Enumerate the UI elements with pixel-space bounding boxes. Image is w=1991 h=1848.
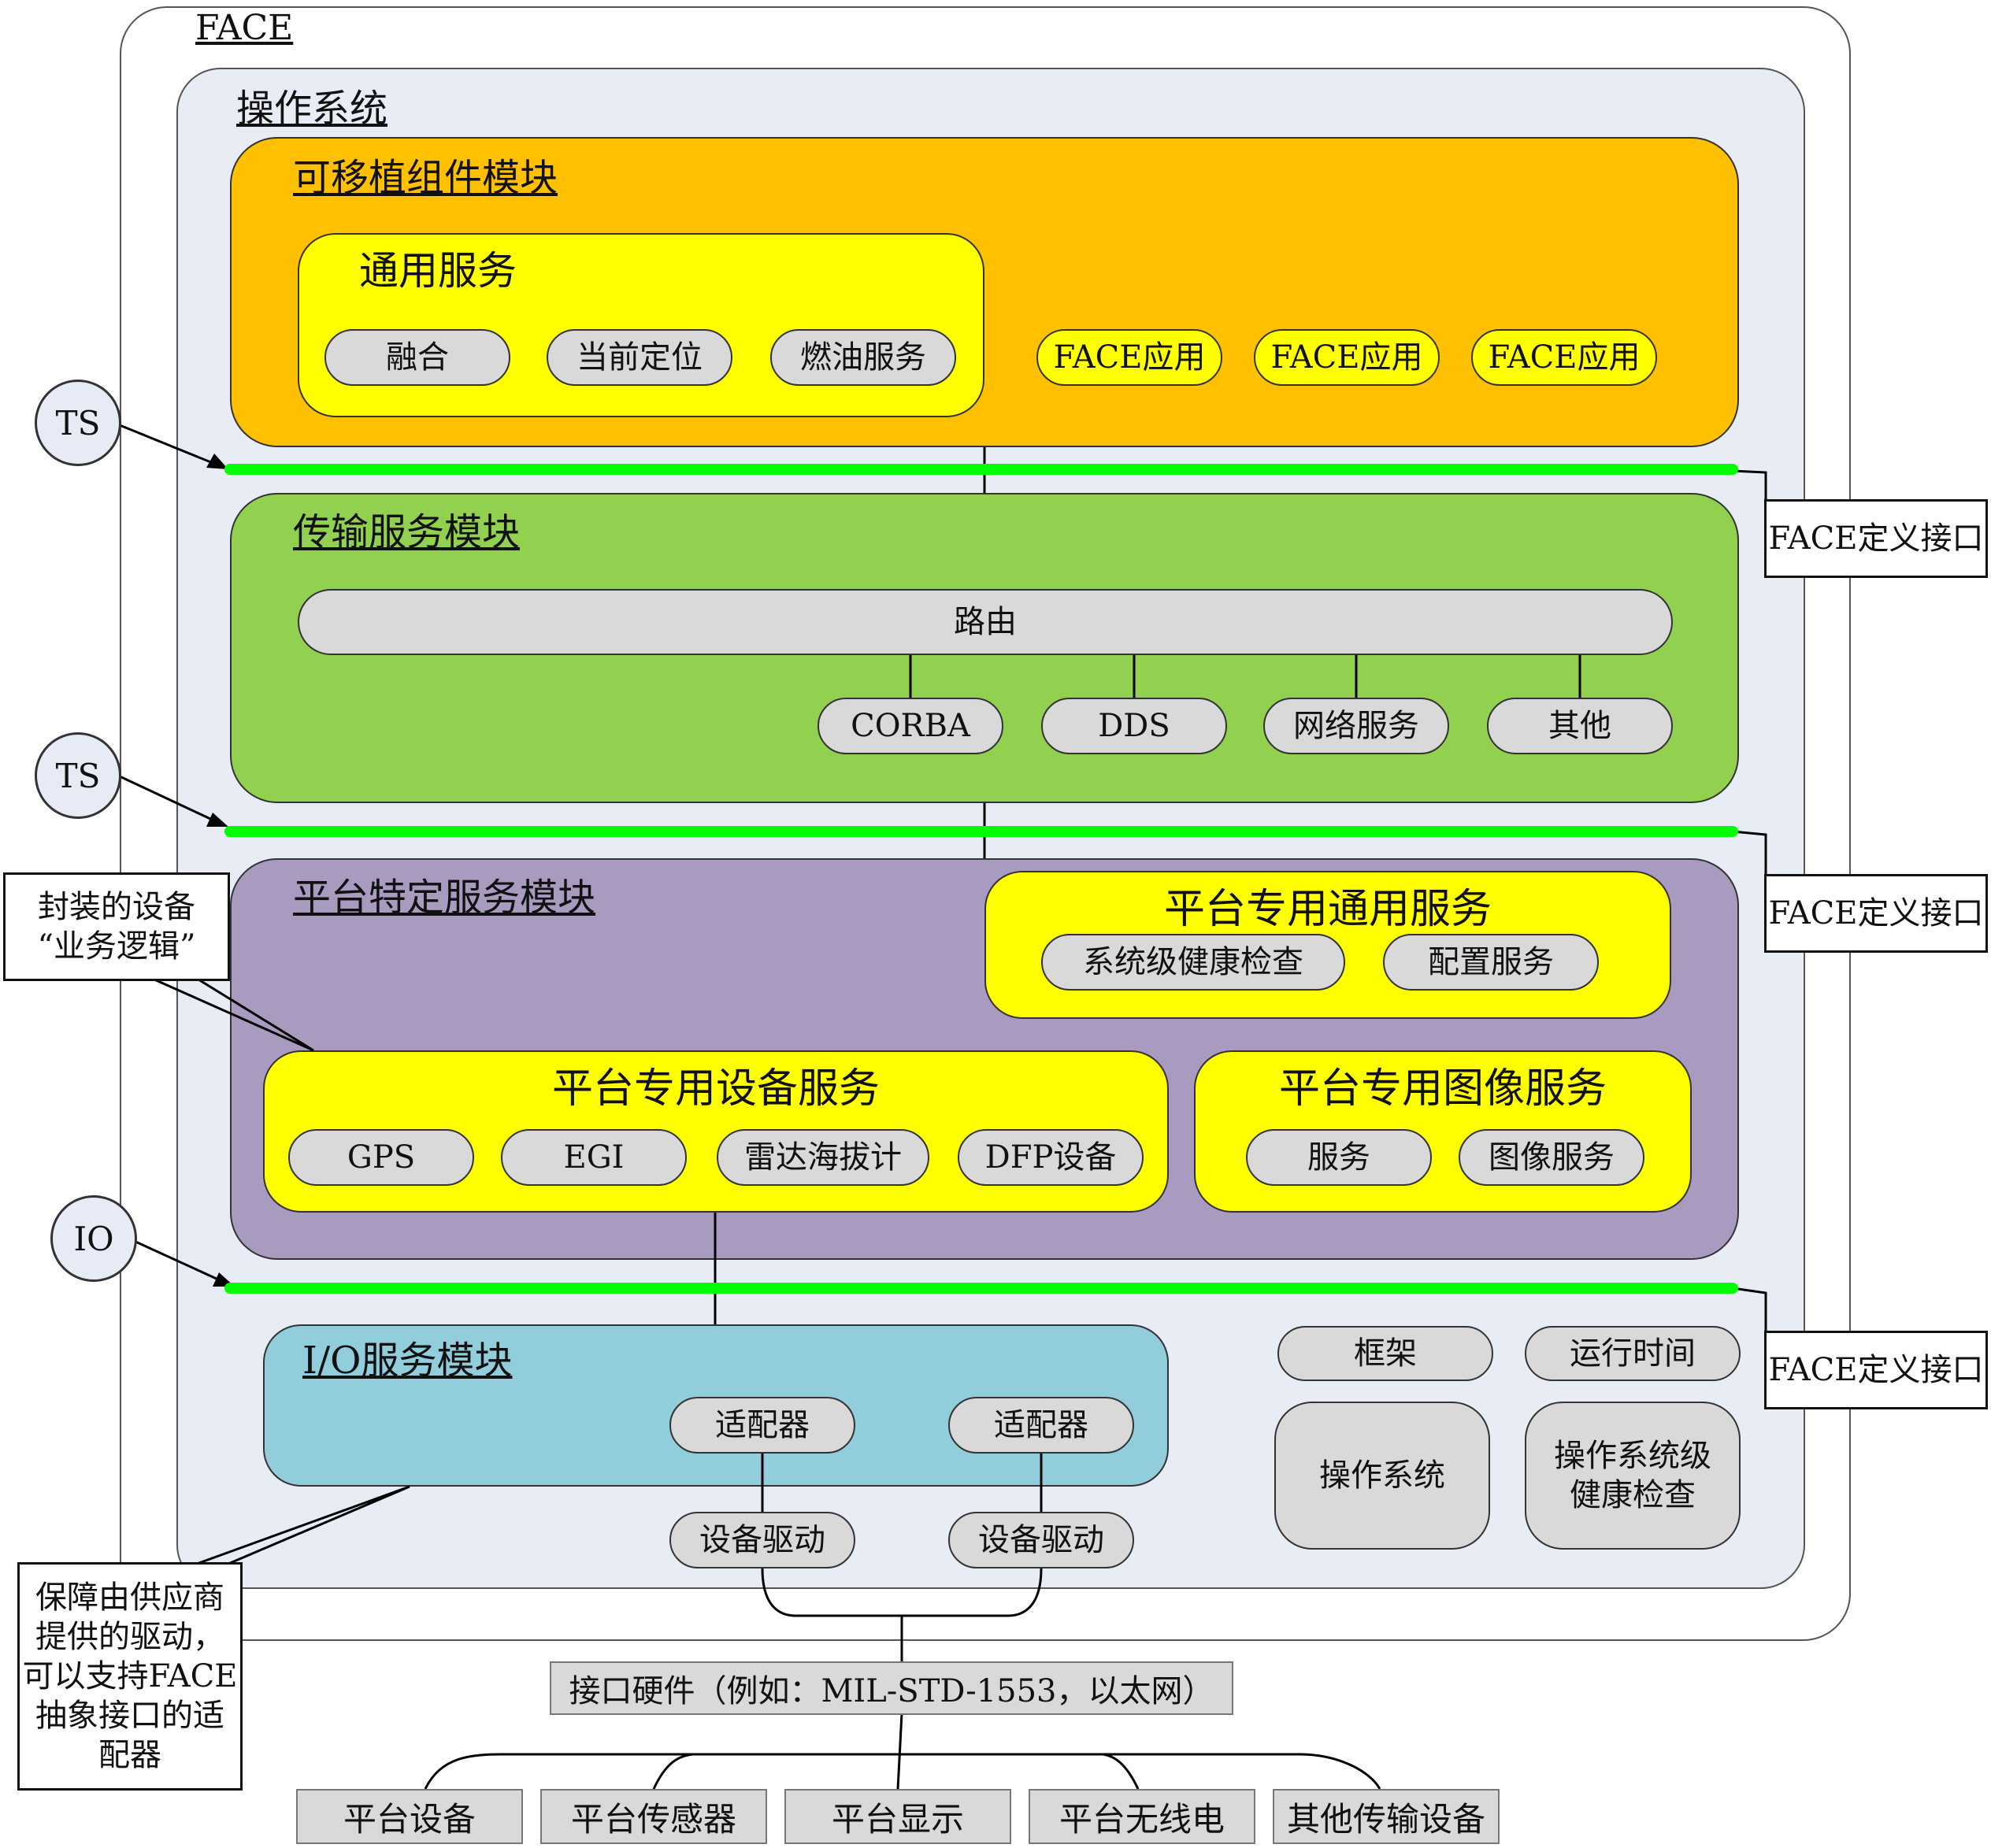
io-driver-1: 设备驱动 xyxy=(669,1512,855,1568)
platform-device-title: 平台专用设备服务 xyxy=(551,1065,880,1113)
transport-other: 其他 xyxy=(1487,698,1673,754)
business-logic-callout: 封装的设备 “业务逻辑” xyxy=(3,872,230,981)
ts-interface-1: TS xyxy=(35,380,121,466)
platform-common-title: 平台专用通用服务 xyxy=(1163,886,1492,933)
io-adapter-1: 适配器 xyxy=(669,1397,855,1454)
interface-hardware: 接口硬件（例如：MIL-STD-1553，以太网） xyxy=(550,1661,1233,1715)
service-fusion: 融合 xyxy=(324,329,510,386)
device-platform-display: 平台显示 xyxy=(784,1789,1011,1844)
os-health-check: 操作系统级 健康检查 xyxy=(1525,1402,1741,1550)
transport-corba: CORBA xyxy=(818,698,1003,754)
ts-interface-2: TS xyxy=(35,732,121,819)
config-service: 配置服务 xyxy=(1383,934,1599,991)
os-label: 操作系统 xyxy=(236,87,388,131)
face-app-2: FACE应用 xyxy=(1254,329,1440,386)
platform-graphics-title: 平台专用图像服务 xyxy=(1278,1065,1607,1113)
graphics-image-service: 图像服务 xyxy=(1459,1129,1644,1186)
transport-dds: DDS xyxy=(1041,698,1227,754)
face-app-3: FACE应用 xyxy=(1471,329,1657,386)
device-platform-sensor: 平台传感器 xyxy=(540,1789,767,1844)
io-driver-2: 设备驱动 xyxy=(948,1512,1134,1568)
portable-title: 可移植组件模块 xyxy=(293,156,558,200)
device-gps: GPS xyxy=(288,1129,474,1186)
transport-title: 传输服务模块 xyxy=(293,510,521,554)
face-interface-callout-1: FACE定义接口 xyxy=(1764,499,1988,578)
common-services-title: 通用服务 xyxy=(359,248,517,294)
service-fuel: 燃油服务 xyxy=(770,329,956,386)
drivers-note-callout: 保障由供应商 提供的驱动， 可以支持FACE 抽象接口的适 配器 xyxy=(17,1562,243,1791)
system-health-check: 系统级健康检查 xyxy=(1041,934,1345,991)
os-framework: 框架 xyxy=(1277,1326,1493,1381)
device-platform-radio: 平台无线电 xyxy=(1029,1789,1255,1844)
device-other-transport: 其他传输设备 xyxy=(1273,1789,1500,1844)
io-interface: IO xyxy=(50,1195,137,1282)
device-egi: EGI xyxy=(501,1129,687,1186)
os-runtime: 运行时间 xyxy=(1525,1326,1741,1381)
transport-network: 网络服务 xyxy=(1263,698,1449,754)
common-services-box xyxy=(298,233,984,417)
service-current-position: 当前定位 xyxy=(547,329,732,386)
device-dfp: DFP设备 xyxy=(958,1129,1144,1186)
face-interface-callout-3: FACE定义接口 xyxy=(1764,1331,1988,1409)
platform-title: 平台特定服务模块 xyxy=(293,876,596,920)
face-app-1: FACE应用 xyxy=(1036,329,1222,386)
io-adapter-2: 适配器 xyxy=(948,1397,1134,1454)
device-radar-altimeter: 雷达海拔计 xyxy=(717,1129,929,1186)
os-operating-system: 操作系统 xyxy=(1274,1402,1490,1550)
router-bar: 路由 xyxy=(298,589,1673,655)
device-platform-equipment: 平台设备 xyxy=(296,1789,523,1844)
face-label: FACE xyxy=(195,8,294,48)
graphics-service: 服务 xyxy=(1246,1129,1432,1186)
face-interface-callout-2: FACE定义接口 xyxy=(1764,874,1988,953)
io-title: I/O服务模块 xyxy=(302,1339,513,1383)
